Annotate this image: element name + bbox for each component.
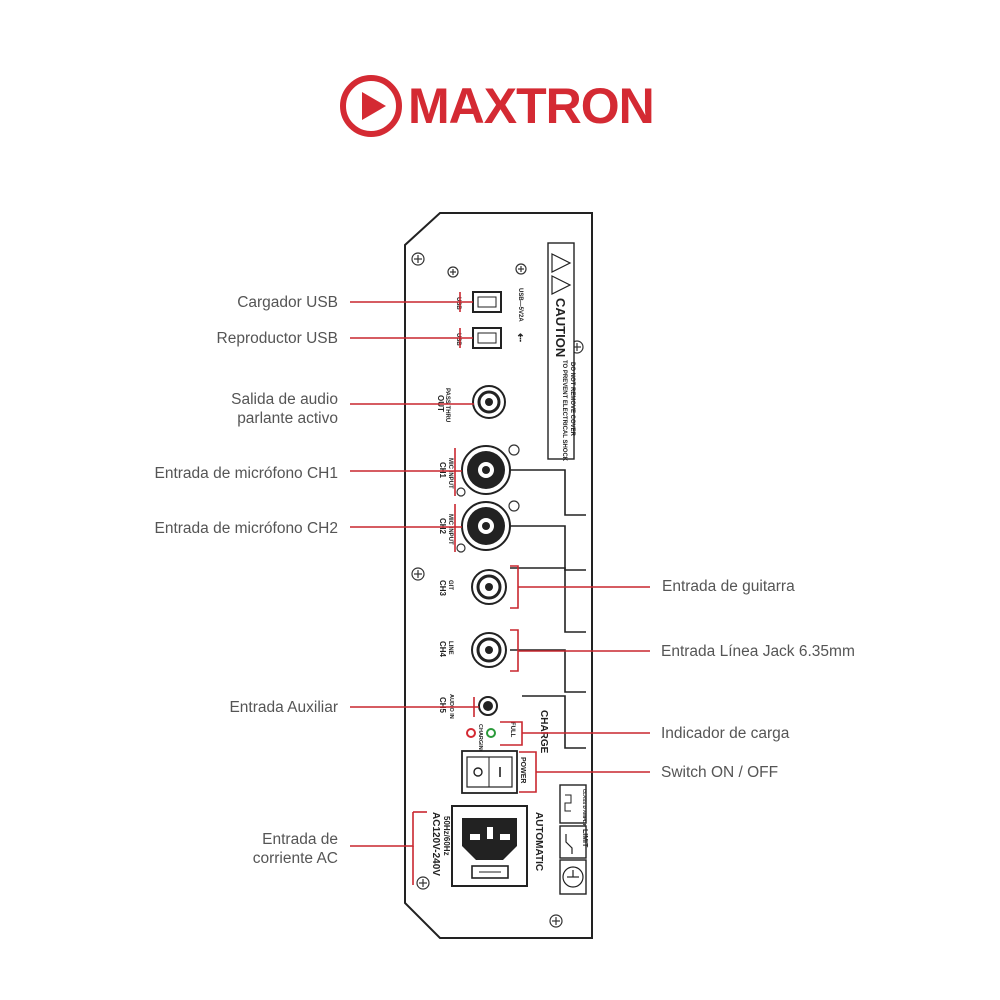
label-guitar: Entrada de guitarra — [662, 578, 795, 595]
automatic-label: AUTOMATIC — [533, 812, 544, 871]
mic-input-label-1: MIC INPUT — [447, 458, 453, 489]
caution-box: CAUTION TO PREVENT ELECTRICAL SHOCK DO N… — [547, 242, 575, 462]
ch4-sub: LINE — [447, 641, 453, 655]
label-usb-charger: Cargador USB — [237, 294, 338, 311]
usb2-label: USB — [455, 333, 461, 346]
charging-label: CHARGING — [477, 724, 483, 754]
power-label: POWER — [519, 757, 526, 783]
label-usb-player: Reproductor USB — [216, 330, 338, 347]
label-mic-ch1: Entrada de micrófono CH1 — [154, 465, 338, 482]
label-power: Switch ON / OFF — [661, 764, 779, 781]
usb1-spec: USB—5V2A — [517, 288, 523, 322]
label-line-input: Entrada Línea Jack 6.35mm — [661, 643, 855, 660]
ch3-guitar-jack: GIT CH3 — [438, 569, 507, 605]
mic-input-label-2: MIC INPUT — [447, 514, 453, 545]
internal-outline — [510, 469, 586, 516]
usb-player-port: USB ⇠ — [455, 327, 526, 349]
ac-inlet: AC120V-240V 50Hz/60Hz AUTOMATIC — [430, 805, 544, 887]
caution-line-2: DO NOT REMOVE COVER — [569, 362, 575, 437]
passthru-jack: PASS THRU OUT — [436, 385, 506, 422]
ch4-line-jack: LINE CH4 — [438, 632, 507, 668]
ch3-sub: GIT — [447, 580, 453, 590]
play-logo-icon — [340, 75, 402, 137]
power-switch: POWER — [461, 750, 526, 794]
leader-ac — [350, 812, 414, 847]
screw-icon — [411, 252, 584, 928]
full-label: FULL — [509, 722, 515, 738]
charge-label: CHARGE — [538, 710, 549, 754]
label-ac: Entrada de corriente AC — [252, 831, 338, 867]
ac-line-2: 50Hz/60Hz — [442, 816, 451, 856]
ac-line-1: AC120V-240V — [430, 812, 441, 876]
charge-leds: CHARGING FULL CHARGE — [466, 695, 586, 754]
maxtron-logo: MAXTRON — [340, 74, 655, 138]
label-mic-ch2: Entrada de micrófono CH2 — [154, 520, 338, 537]
leader-lines — [350, 292, 650, 885]
label-audio-out: Salida de audio parlante activo — [231, 391, 338, 427]
brand-name: MAXTRON — [408, 78, 655, 134]
caution-title: CAUTION — [553, 298, 568, 357]
class-d-label: CLASS D AMPLIFIER — [582, 789, 587, 835]
ch3-label: CH3 — [438, 580, 447, 597]
label-aux: Entrada Auxiliar — [229, 699, 338, 716]
ch5-label: CH5 — [438, 697, 447, 714]
label-charge: Indicador de carga — [661, 725, 790, 742]
passthru-label: PASS THRU — [444, 388, 450, 422]
limit-label: LIMIT — [581, 829, 588, 848]
ground-icon — [562, 866, 584, 888]
ch4-label: CH4 — [438, 641, 447, 658]
caution-line-1: TO PREVENT ELECTRICAL SHOCK — [561, 360, 567, 462]
certification-marks: CLASS D AMPLIFIER LIMIT — [559, 784, 588, 895]
usb1-label: USB — [455, 297, 461, 310]
usb-symbol-icon: ⇠ — [514, 333, 526, 342]
